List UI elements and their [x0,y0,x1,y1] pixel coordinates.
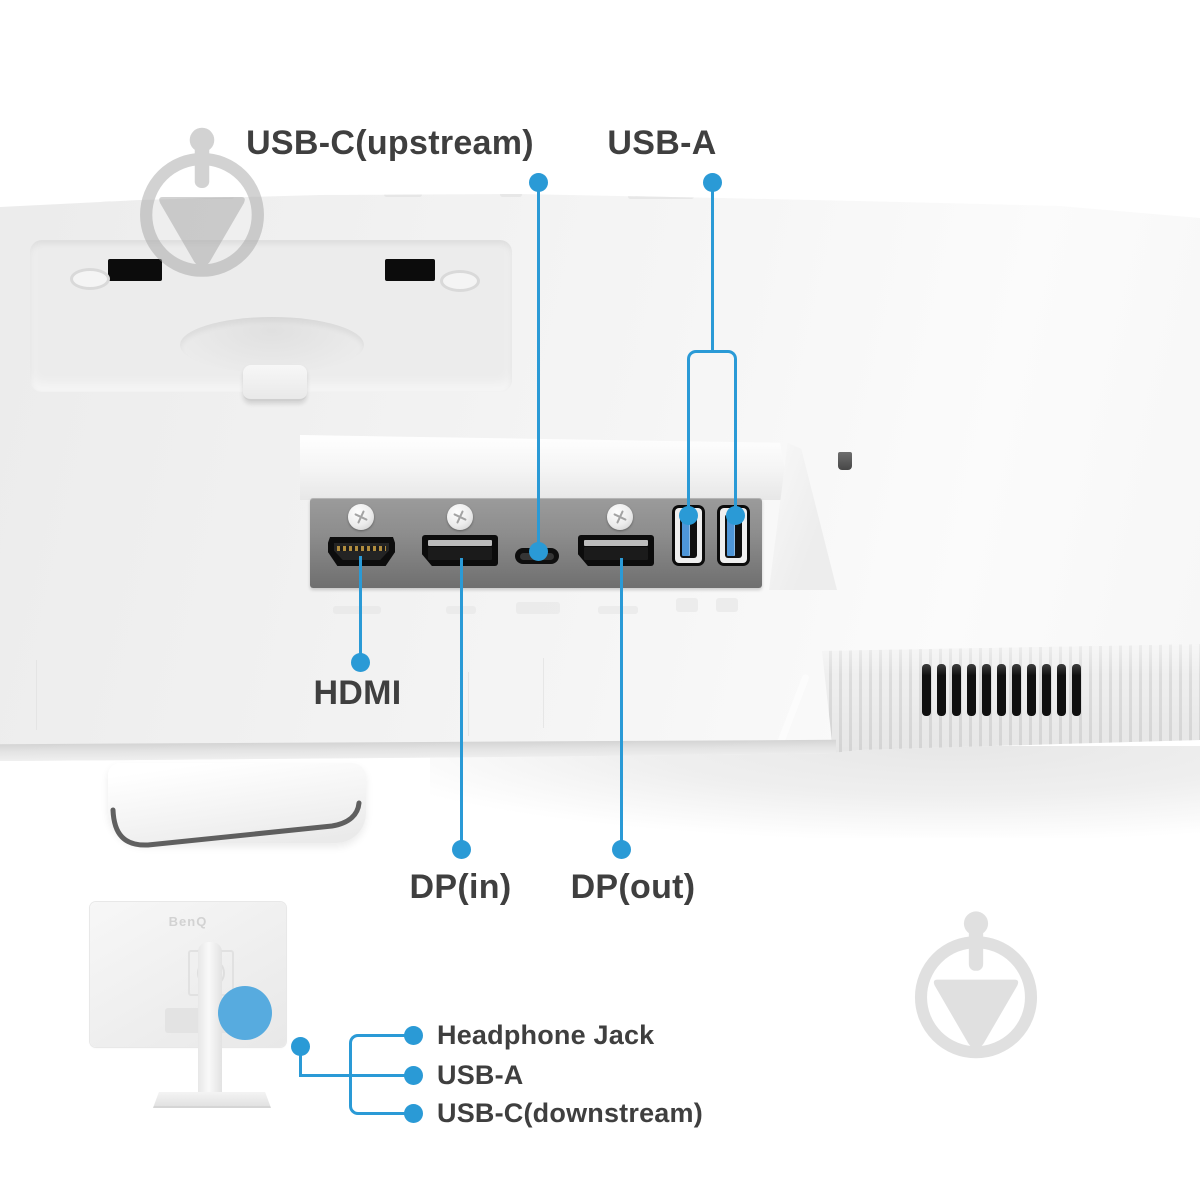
dp-port-lip [428,540,492,546]
callout-line-dp-out [619,558,623,849]
speaker-slot [1012,664,1021,716]
speaker-slot [1072,664,1081,716]
callout-dot-dp-out [611,839,631,859]
speaker-slot [1057,664,1066,716]
callout-dot-usb-a-side [403,1065,423,1085]
phillips-screw-icon [348,504,374,530]
speaker-slot [937,664,946,716]
ports-highlight-circle [218,986,272,1040]
usb-a-tongue [682,516,690,556]
hdmi-port [328,537,395,566]
port-label-embossed [516,602,560,614]
callout-line-dp-in [459,558,463,849]
label-usb-a-side: USB-A [437,1060,524,1090]
dp-port-slot [584,547,648,560]
callout-dot-usb-c-upstream-top [528,172,548,192]
speaker-grille-slots [922,664,1087,721]
mount-hole-round-left [70,268,110,290]
stand-base-cover [108,763,366,843]
usb-a-tongue [727,516,735,556]
speaker-slot [997,664,1006,716]
callout-dot-usb-a-port-1 [678,505,698,525]
port-bay [300,435,837,590]
speaker-slot [1027,664,1036,716]
phillips-screw-icon [447,504,473,530]
panel-seam [543,658,544,728]
port-label-embossed [333,606,381,614]
speaker-slot [922,664,931,716]
stand-mount-dial-recess [180,317,364,373]
dp-port-slot [428,547,492,560]
mount-hole-round-right [440,270,480,292]
top-vent-slot [384,194,422,197]
label-dp-out: DP(out) [570,868,696,906]
label-usb-a-top: USB-A [607,124,717,162]
top-vent-slot [628,194,694,199]
port-label-embossed [716,598,738,612]
latch-hole [838,452,852,470]
usb-a-face [675,508,702,563]
dp-out-port [578,535,654,566]
callout-dot-hdmi [350,652,370,672]
callout-bracket-usb-a [686,350,737,363]
watermark-icon [914,911,1038,1059]
label-hdmi: HDMI [313,674,402,712]
speaker-slot [967,664,976,716]
hdmi-port-pins [337,546,386,551]
callout-dot-usb-a-port-2 [725,505,745,525]
stand-mount-recess [30,240,512,401]
monitor-shadow [430,746,1200,838]
callout-line-usb-a-stem [710,182,714,352]
mini-stand-column [198,942,222,1102]
speaker-slot [982,664,991,716]
callout-line-usb-c-upstream [536,182,540,549]
port-bay-top-wall [300,435,790,500]
mini-stand-base [153,1092,271,1108]
dp-port-lip [584,540,648,546]
top-vent-slot [148,194,234,199]
speaker-grille-band [822,644,1200,754]
top-vent-slot [82,197,112,202]
mount-hole-slot-right [385,259,435,281]
callout-line-hdmi [358,556,362,662]
usb-a-slot [725,514,742,558]
callout-dot-dp-in [451,839,471,859]
top-vent-slot [500,194,522,197]
speaker-slot [952,664,961,716]
port-label-embossed [598,606,638,614]
panel-seam [36,660,37,730]
label-usb-c-upstream: USB-C(upstream) [246,124,534,162]
speaker-slot [1042,664,1051,716]
callout-dot-usb-c-downstream [403,1103,423,1123]
benq-logo: BenQ [168,914,208,929]
label-usb-c-downstream: USB-C(downstream) [437,1098,703,1128]
stand-release-tab [243,365,307,401]
callout-dot-usb-c-port [528,541,548,561]
phillips-screw-icon [607,504,633,530]
callout-line-usb-a-1 [686,361,690,515]
callout-bracket-side-ports [348,1033,407,1115]
callout-line-usb-a-2 [733,361,737,515]
port-label-embossed [676,598,698,612]
band-edge-ridge [776,673,811,745]
panel-seam [468,672,469,736]
stand-cover-edge-line [110,800,362,848]
label-headphone-jack: Headphone Jack [437,1020,655,1050]
usb-a-slot [680,514,697,558]
callout-dot-usb-a-top [702,172,722,192]
label-dp-in: DP(in) [409,868,512,906]
callout-line-mini-mid [298,1073,413,1077]
callout-line-mini-stem [298,1046,302,1075]
mount-hole-slot-left [108,259,162,281]
callout-dot-headphone [403,1025,423,1045]
